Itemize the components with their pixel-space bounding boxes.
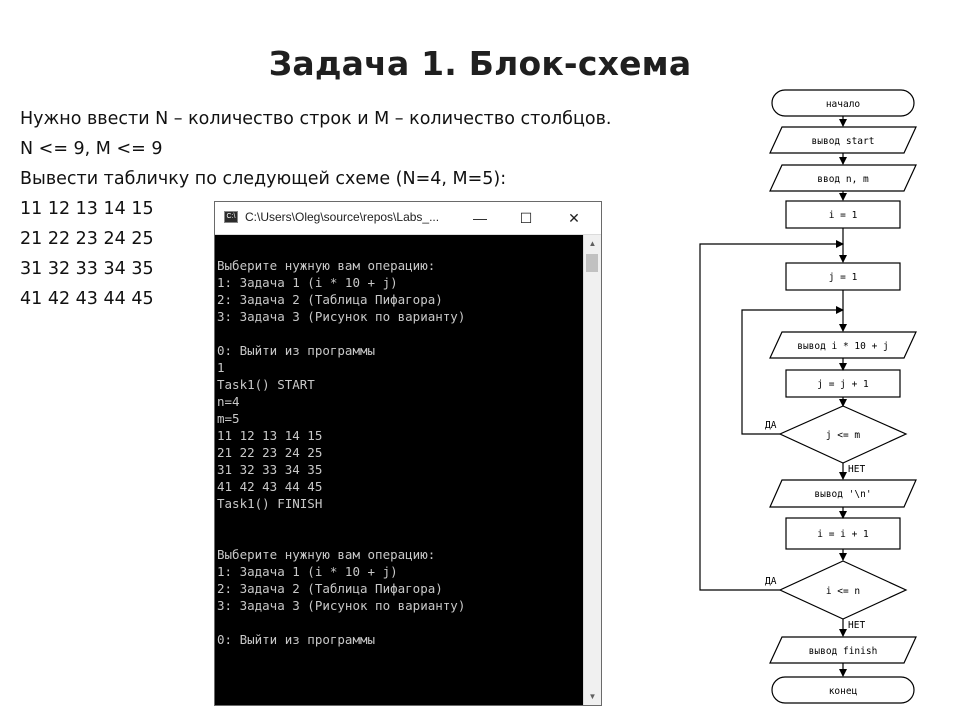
flow-inc-i: i = i + 1: [817, 529, 869, 540]
console-line: 3: Задача 3 (Рисунок по варианту): [217, 598, 466, 613]
flow-output-finish: вывод finish: [809, 646, 878, 657]
console-line: [217, 614, 583, 631]
console-line: 41 42 43 44 45: [217, 479, 323, 494]
console-scrollbar[interactable]: ▲ ▼: [583, 235, 601, 705]
flow-yes-label-outer: ДА: [765, 576, 777, 587]
console-line: 31 32 33 34 35: [217, 462, 323, 477]
console-line: 0: Выйти из программы: [217, 343, 376, 358]
flow-output-value: вывод i * 10 + j: [797, 341, 889, 352]
console-line: Выберите нужную вам операцию:: [217, 258, 436, 273]
minimize-button[interactable]: —: [473, 210, 487, 226]
console-line: [217, 529, 583, 546]
console-line: n=4: [217, 394, 240, 409]
flow-inc-j: j = j + 1: [817, 379, 869, 390]
console-line: [217, 240, 583, 257]
console-app-icon: C:\: [224, 211, 238, 223]
console-line: 1: Задача 1 (i * 10 + j): [217, 275, 398, 290]
console-window-title: C:\Users\Oleg\source\repos\Labs_...: [245, 210, 440, 224]
slide-title: Задача 1. Блок-схема: [268, 44, 692, 83]
scroll-down-arrow-icon[interactable]: ▼: [588, 692, 597, 701]
task-description: Нужно ввести N – количество строк и M – …: [20, 104, 700, 314]
close-button[interactable]: ✕: [568, 210, 580, 226]
scroll-up-arrow-icon[interactable]: ▲: [588, 239, 597, 248]
flow-output-start: вывод start: [812, 136, 875, 147]
console-line: 3: Задача 3 (Рисунок по варианту): [217, 309, 466, 324]
console-line: 1: [217, 360, 225, 375]
console-line: m=5: [217, 411, 240, 426]
console-line: Task1() FINISH: [217, 496, 323, 511]
console-line: 11 12 13 14 15: [217, 428, 323, 443]
flow-end-terminal: конец: [829, 686, 858, 697]
console-line: [217, 512, 583, 529]
flow-output-newline: вывод '\n': [814, 489, 871, 500]
table-row-text: 31 32 33 34 35: [20, 259, 154, 279]
task-line: Вывести табличку по следующей схеме (N=4…: [20, 169, 507, 189]
console-titlebar[interactable]: C:\ C:\Users\Oleg\source\repos\Labs_... …: [215, 202, 601, 235]
flow-cond-j: j <= m: [826, 430, 861, 441]
scroll-thumb[interactable]: [586, 254, 598, 272]
flow-init-i: i = 1: [829, 210, 858, 221]
console-line: 1: Задача 1 (i * 10 + j): [217, 564, 398, 579]
console-line: 2: Задача 2 (Таблица Пифагора): [217, 581, 443, 596]
flow-no-label-inner: НЕТ: [848, 464, 865, 475]
flow-start-terminal: начало: [826, 99, 861, 110]
table-row-text: 21 22 23 24 25: [20, 229, 154, 249]
console-line: Task1() START: [217, 377, 315, 392]
console-output[interactable]: Выберите нужную вам операцию: 1: Задача 1…: [217, 240, 583, 702]
console-window: C:\ C:\Users\Oleg\source\repos\Labs_... …: [214, 201, 602, 706]
console-line: [217, 325, 583, 342]
flow-input-nm: ввод n, m: [817, 174, 869, 185]
table-row-text: 41 42 43 44 45: [20, 289, 154, 309]
console-line: Выберите нужную вам операцию:: [217, 547, 436, 562]
console-line: 21 22 23 24 25: [217, 445, 323, 460]
console-line: 2: Задача 2 (Таблица Пифагора): [217, 292, 443, 307]
flow-init-j: j = 1: [829, 272, 858, 283]
task-line: N <= 9, M <= 9: [20, 139, 163, 159]
flowchart: начало вывод start ввод n, m i = 1 j = 1…: [699, 89, 917, 704]
flow-yes-label-inner: ДА: [765, 420, 777, 431]
console-line: 0: Выйти из программы: [217, 632, 376, 647]
flow-cond-i: i <= n: [826, 586, 860, 597]
task-line: Нужно ввести N – количество строк и M – …: [20, 109, 612, 129]
flow-no-label-outer: НЕТ: [848, 620, 865, 631]
maximize-button[interactable]: ☐: [519, 210, 533, 226]
table-row-text: 11 12 13 14 15: [20, 199, 154, 219]
